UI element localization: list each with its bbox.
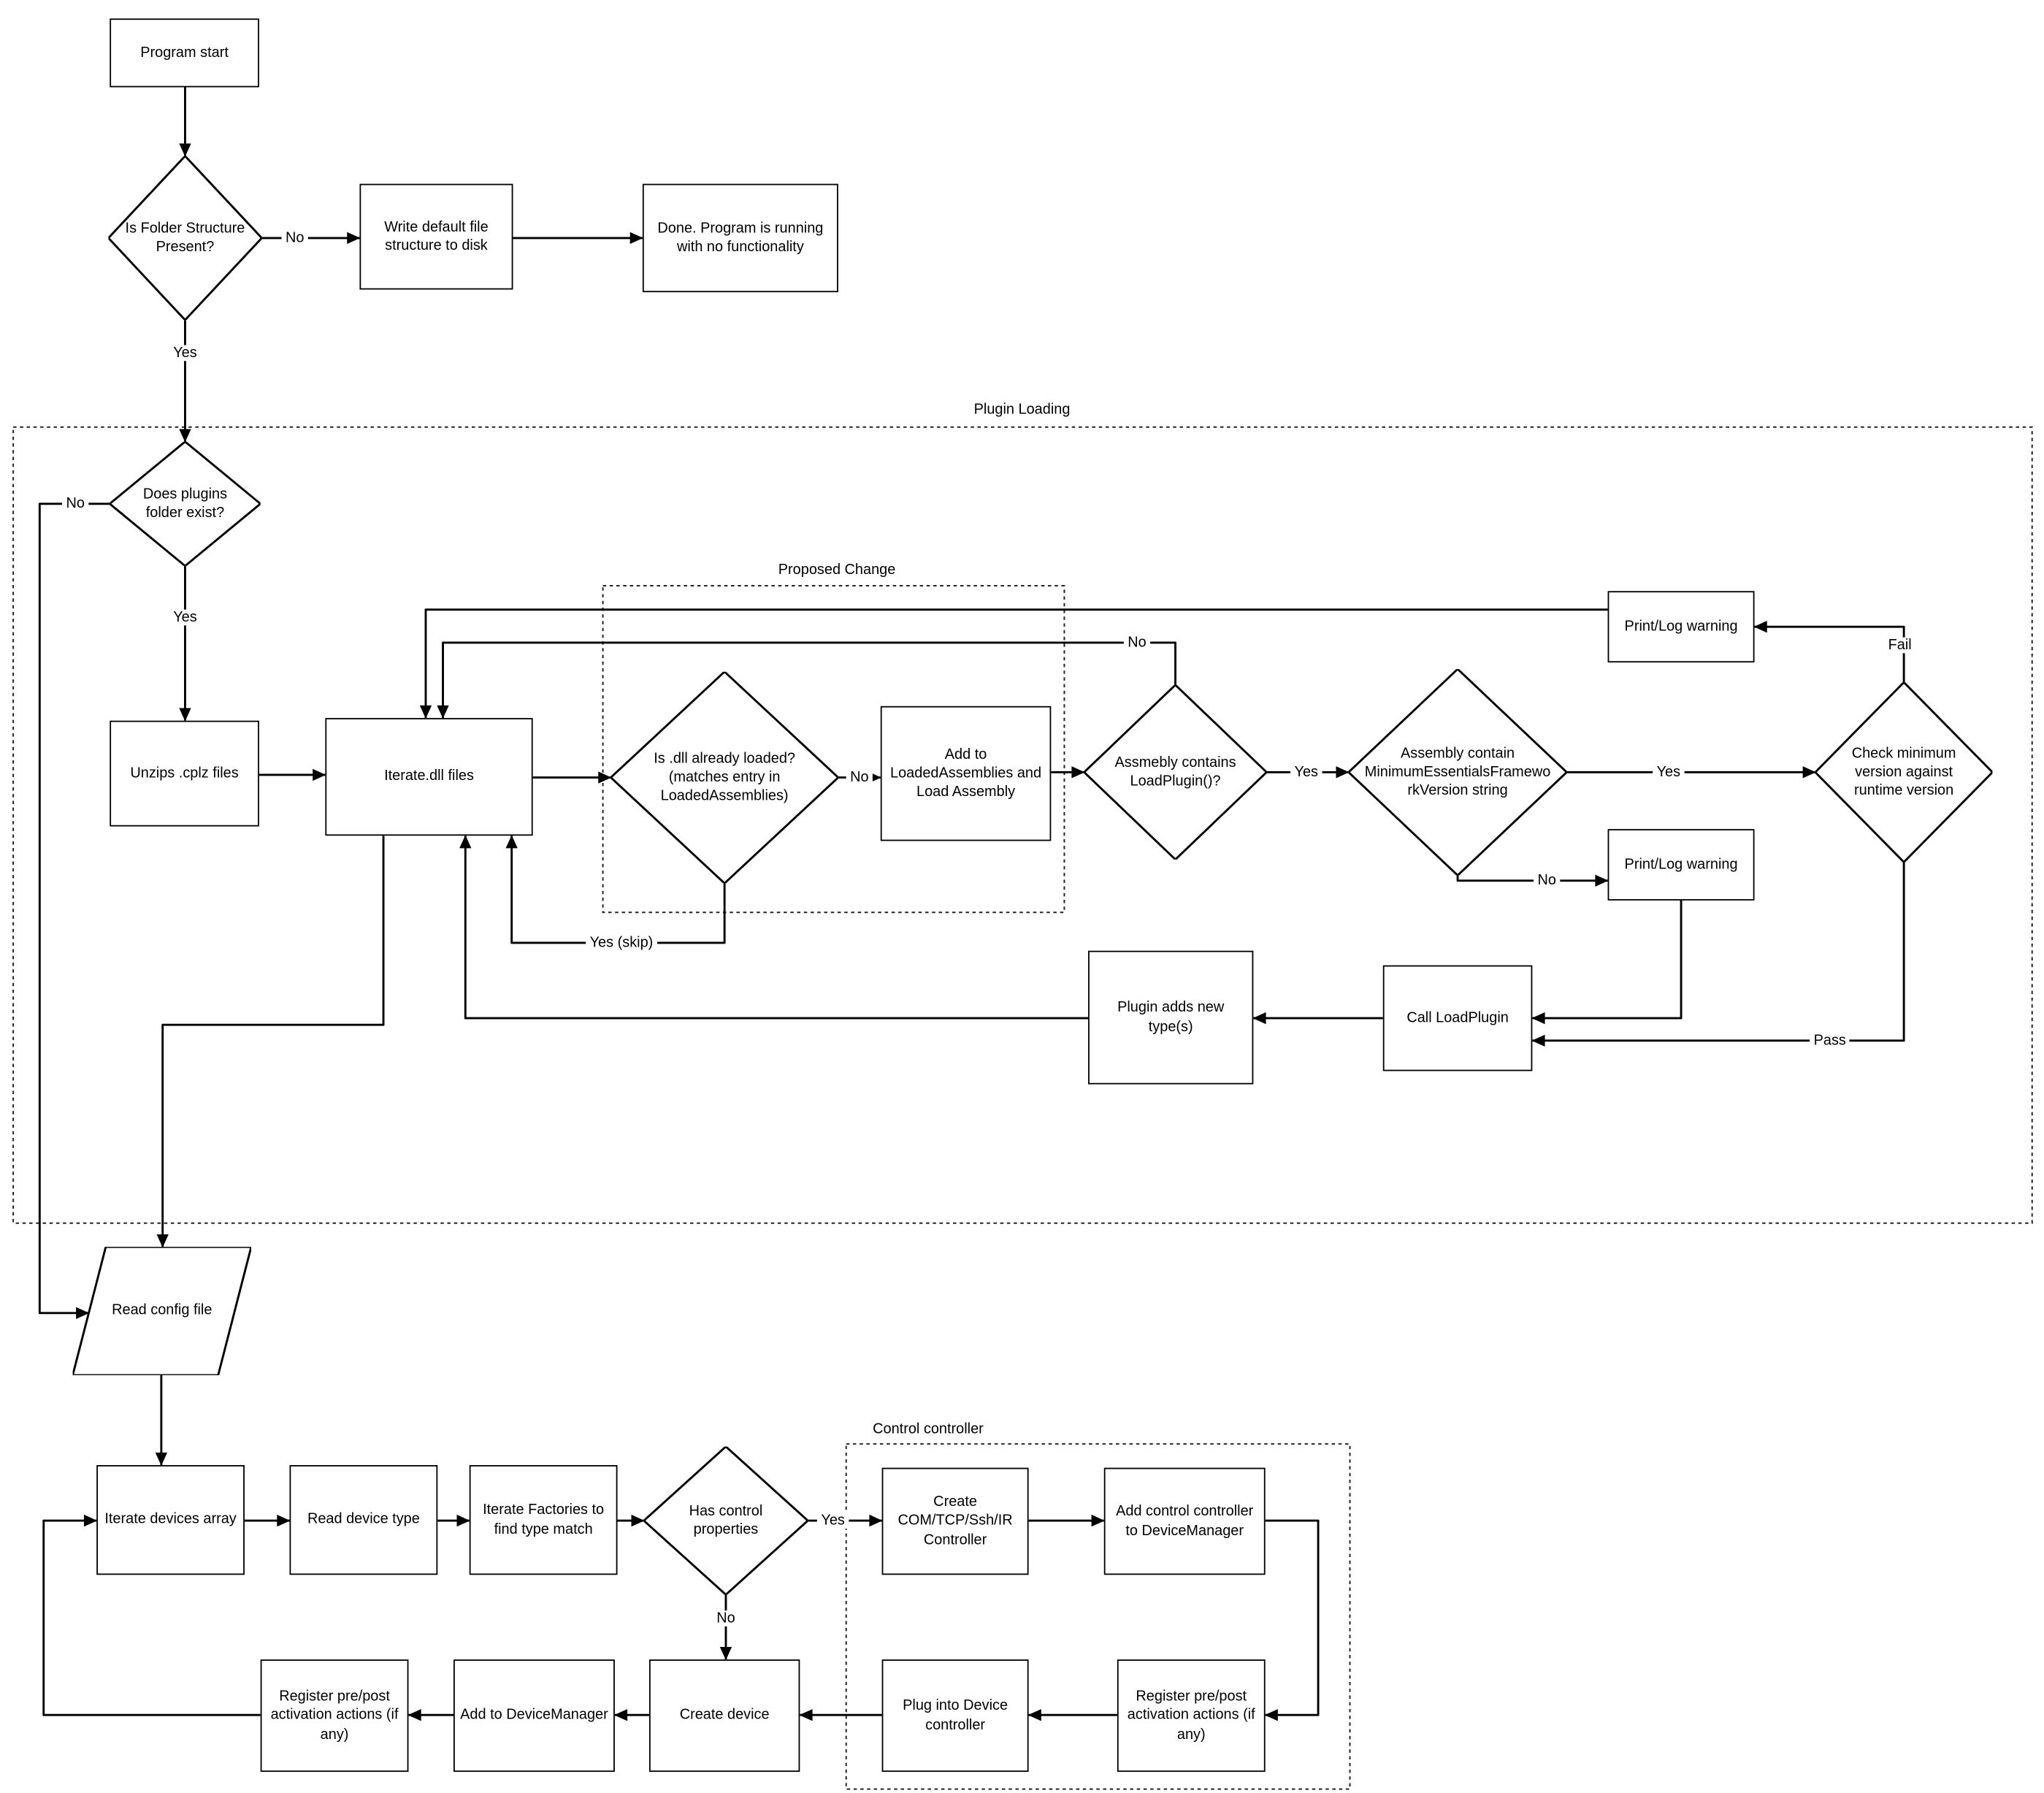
decision-does-plugins-folder-exist: Does plugins folder exist?: [110, 441, 261, 566]
node-label: Plugin adds new type(s): [1117, 1000, 1225, 1035]
parallelogram-shape: [72, 1247, 251, 1375]
node-label: Print/Log warning: [1624, 619, 1738, 635]
edge-register-left-to-iterate-devices: [42, 1514, 261, 1716]
control-controller-group-label: Control controller: [867, 1421, 990, 1438]
diamond-shape: [610, 671, 838, 884]
proposed-change-group-label: Proposed Change: [773, 562, 901, 578]
node-label: Iterate.dll files: [384, 768, 474, 785]
edge-label-control-yes: Yes: [816, 1513, 849, 1529]
edge-add-control-to-register-right: [1264, 1519, 1320, 1721]
decision-check-minimum-version: Check minimum version against runtime ve…: [1815, 682, 1993, 863]
node-call-loadplugin: Call LoadPlugin: [1382, 965, 1533, 1071]
edge-plugin-adds-to-iterate-dll: [459, 835, 1089, 1020]
node-label: Has control properties: [689, 1503, 763, 1538]
edge-loadplugin-no-to-iterate-dll: [437, 641, 1176, 719]
node-label: Unzips .cplz files: [130, 765, 239, 781]
node-plug-into-device-controller: Plug into Device controller: [881, 1659, 1029, 1773]
node-register-pre-post-left: Register pre/post activation actions (if…: [260, 1659, 409, 1773]
edge-label-loadplugin-no: No: [1123, 635, 1151, 651]
edge-version-no-to-print-log-mid: [1456, 874, 1609, 887]
node-register-pre-post-right: Register pre/post activation actions (if…: [1117, 1659, 1266, 1773]
node-iterate-dll-files: Iterate.dll files: [325, 718, 533, 836]
node-plugin-adds-new-types: Plugin adds new type(s): [1088, 950, 1254, 1085]
node-read-config-file: Read config file: [72, 1247, 251, 1375]
node-create-controller: Create COM/TCP/Ssh/IR Controller: [881, 1467, 1029, 1575]
node-program-start: Program start: [110, 18, 259, 88]
control-controller-group-border: [845, 1443, 1351, 1790]
diamond-shape: [643, 1446, 808, 1595]
decision-is-dll-already-loaded: Is .dll already loaded? (matches entry i…: [610, 671, 838, 884]
node-label: Call LoadPlugin: [1406, 1010, 1509, 1026]
diamond-shape: [1348, 669, 1567, 876]
edge-label-control-no: No: [712, 1610, 740, 1626]
node-label: Print/Log warning: [1624, 857, 1738, 873]
node-label: Read config file: [112, 1303, 213, 1319]
decision-has-control-properties: Has control properties: [643, 1446, 808, 1595]
node-label: Iterate devices array: [104, 1512, 237, 1528]
diamond-shape: [1084, 684, 1267, 860]
node-label: Add control controller to DeviceManager: [1116, 1504, 1254, 1539]
diamond-shape: [110, 441, 261, 566]
decision-assembly-contains-version-string: Assembly contain MinimumEssentialsFramew…: [1348, 669, 1567, 876]
edge-label-plugins-no: No: [62, 495, 89, 512]
node-label: Iterate Factories to find type match: [483, 1502, 605, 1537]
edge-label-dll-yes-skip: Yes (skip): [586, 935, 657, 951]
node-add-to-device-manager: Add to DeviceManager: [453, 1659, 615, 1773]
decision-assembly-contains-loadplugin: Assmebly contains LoadPlugin()?: [1084, 684, 1267, 860]
node-write-default-structure: Write default file structure to disk: [359, 183, 513, 290]
edge-iterate-dll-to-read-config: [156, 836, 385, 1248]
node-label: Read device type: [307, 1512, 420, 1528]
node-add-control-controller: Add control controller to DeviceManager: [1103, 1467, 1266, 1575]
plugin-loading-group-label: Plugin Loading: [968, 402, 1076, 418]
node-add-to-loaded-assemblies: Add to LoadedAssemblies and Load Assembl…: [880, 706, 1052, 841]
node-create-device: Create device: [648, 1659, 800, 1773]
edge-fail-to-print-log-top: [1753, 621, 1905, 683]
node-label: Is Folder Structure Present?: [125, 221, 245, 256]
edge-label-version-no: No: [1534, 872, 1561, 889]
edge-label-check-pass: Pass: [1810, 1033, 1850, 1049]
node-label: Is .dll already loaded? (matches entry i…: [654, 751, 796, 804]
node-unzips-cplz-files: Unzips .cplz files: [110, 720, 259, 827]
node-label: Create COM/TCP/Ssh/IR Controller: [897, 1494, 1013, 1548]
node-label: Check minimum version against runtime ve…: [1851, 745, 1956, 799]
node-label: Create device: [679, 1708, 770, 1724]
diamond-shape: [1815, 682, 1993, 863]
node-label: Does plugins folder exist?: [142, 486, 228, 521]
edge-pass-to-call-loadplugin: [1531, 862, 1905, 1047]
node-read-device-type: Read device type: [289, 1465, 438, 1575]
decision-is-folder-structure: Is Folder Structure Present?: [108, 156, 262, 321]
edge-label-plugins-yes: Yes: [169, 609, 202, 626]
node-iterate-factories: Iterate Factories to find type match: [469, 1465, 618, 1575]
node-print-log-warning-mid: Print/Log warning: [1607, 829, 1755, 901]
edge-print-log-top-to-iterate-dll: [419, 608, 1608, 719]
edge-label-loadplugin-yes: Yes: [1290, 764, 1323, 781]
node-label: Assembly contain MinimumEssentialsFramew…: [1364, 745, 1551, 799]
node-iterate-devices-array: Iterate devices array: [96, 1465, 245, 1575]
plugin-loading-group-border: [12, 426, 2033, 1224]
node-print-log-warning-top: Print/Log warning: [1607, 591, 1755, 663]
node-label: Program start: [140, 45, 229, 61]
node-label: Assmebly contains LoadPlugin()?: [1114, 754, 1236, 790]
node-label: Register pre/post activation actions (if…: [1127, 1689, 1255, 1743]
node-label: Plug into Device controller: [903, 1698, 1008, 1733]
node-label: Add to DeviceManager: [460, 1708, 608, 1724]
edge-label-dll-no: No: [846, 769, 873, 786]
node-done-no-functionality: Done. Program is running with no functio…: [642, 183, 838, 293]
edge-label-check-fail: Fail: [1884, 637, 1916, 654]
diamond-shape: [108, 156, 262, 321]
node-label: Write default file structure to disk: [384, 219, 489, 254]
edge-label-folder-no: No: [281, 230, 308, 246]
edge-label-folder-yes: Yes: [169, 345, 202, 362]
node-label: Add to LoadedAssemblies and Load Assembl…: [890, 746, 1042, 800]
edge-print-log-mid-to-call-loadplugin: [1531, 900, 1683, 1025]
edge-label-version-yes: Yes: [1653, 764, 1685, 781]
node-label: Done. Program is running with no functio…: [657, 221, 824, 256]
edge-plugins-no-to-read-config: [38, 502, 110, 1319]
node-label: Register pre/post activation actions (if…: [270, 1689, 399, 1743]
proposed-change-group-border: [602, 585, 1065, 914]
